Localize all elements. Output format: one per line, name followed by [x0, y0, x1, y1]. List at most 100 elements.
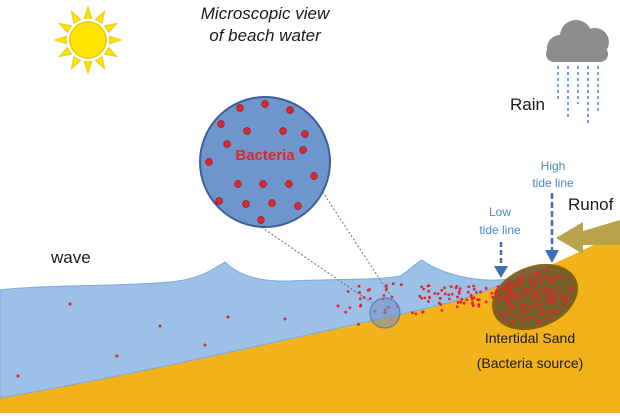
- beach-sand: [0, 232, 620, 413]
- bacterium-dot: [242, 200, 250, 208]
- bacterium-dot: [517, 297, 521, 301]
- bacterium-dot: [508, 309, 512, 313]
- bacterium-dot: [525, 289, 529, 293]
- bacterium-dot: [286, 106, 294, 114]
- bacterium-dot: [460, 297, 464, 301]
- bacterium-dot: [310, 172, 318, 180]
- bacterium-dot: [420, 285, 423, 289]
- rain-label: Rain: [510, 95, 545, 114]
- sample-circle: [369, 297, 401, 329]
- bacterium-dot: [215, 197, 223, 205]
- bacterium-dot: [546, 294, 550, 298]
- high-tide-label-line-1: High: [541, 159, 566, 173]
- bacterium-dot: [443, 286, 446, 290]
- bacterium-dot: [549, 310, 553, 314]
- bacterium-dot: [458, 287, 462, 290]
- bacterium-dot: [469, 295, 473, 299]
- bacterium-dot: [223, 140, 231, 148]
- bacterium-dot: [299, 146, 307, 154]
- bacterium-dot: [537, 296, 541, 300]
- bacterium-dot: [399, 283, 403, 287]
- bacterium-dot: [421, 310, 425, 314]
- bacterium-dot: [462, 301, 466, 305]
- bacterium-dot: [564, 300, 568, 304]
- bacterium-dot: [521, 318, 525, 322]
- bacterium-dot: [158, 324, 162, 328]
- sun-ray: [53, 35, 67, 45]
- bacterium-dot: [502, 287, 506, 291]
- low-tide-label-line-2: tide line: [479, 223, 521, 237]
- bacterium-dot: [279, 127, 287, 135]
- bacterium-dot: [226, 315, 230, 319]
- bacterium-dot: [554, 309, 558, 313]
- bacterium-dot: [531, 295, 535, 299]
- bacterium-dot: [503, 296, 507, 300]
- bacterium-dot: [336, 304, 340, 308]
- bacterium-dot: [205, 158, 213, 166]
- bacterium-dot: [243, 127, 251, 135]
- sun-ray: [58, 22, 72, 34]
- bacterium-dot: [501, 297, 504, 301]
- bacterium-dot: [510, 306, 514, 310]
- bacterium-dot: [512, 282, 516, 286]
- runoff-arrow-icon: [556, 220, 620, 254]
- bacterium-dot: [520, 273, 524, 277]
- bacterium-dot: [426, 284, 430, 288]
- bacterium-dot: [553, 296, 557, 300]
- bacterium-dot: [115, 354, 119, 358]
- bacterium-dot: [523, 313, 527, 317]
- sun-ray: [70, 10, 82, 24]
- zoom-connector-line: [304, 164, 393, 299]
- bacterium-dot: [520, 305, 524, 308]
- bacterium-dot: [545, 301, 549, 305]
- bacterium-dot: [552, 276, 556, 280]
- title-line-2: of beach water: [209, 26, 322, 45]
- intertidal-sand-zone: [491, 263, 579, 331]
- bacterium-dot: [514, 305, 518, 309]
- bacterium-dot: [534, 285, 538, 289]
- bacterium-dot: [436, 292, 440, 296]
- bacterium-dot: [540, 303, 544, 307]
- bacterium-dot: [447, 293, 451, 297]
- bacterium-dot: [490, 291, 494, 295]
- bacterium-dot: [511, 290, 514, 294]
- bacterium-dot: [454, 286, 458, 290]
- bacterium-dot: [512, 293, 515, 297]
- bacterium-dot: [420, 296, 423, 300]
- bacterium-dot: [547, 297, 551, 301]
- bacterium-dot: [548, 287, 552, 291]
- sun-ray: [70, 56, 82, 70]
- bacterium-dot: [217, 120, 225, 128]
- bacterium-dot: [529, 277, 533, 281]
- bacterium-dot: [544, 275, 548, 279]
- bacterium-dot: [524, 309, 527, 313]
- bacterium-dot: [544, 267, 548, 271]
- bacterium-dot: [493, 292, 497, 295]
- bacterium-dot: [536, 294, 539, 298]
- title-line-1: Microscopic view: [201, 4, 331, 23]
- high-tide-label-line-2: tide line: [532, 176, 574, 190]
- bacterium-dot: [382, 294, 386, 297]
- bacterium-dot: [285, 180, 293, 188]
- bacterium-dot: [514, 284, 518, 288]
- bacterium-dot: [521, 309, 525, 313]
- bacterium-dot: [533, 291, 537, 295]
- runoff-label: Runof: [568, 195, 614, 214]
- bacterium-dot: [470, 297, 474, 301]
- magnified-view-circle: [199, 96, 331, 228]
- bacterium-dot: [472, 296, 476, 300]
- bacterium-dot: [357, 284, 361, 288]
- bacterium-dot: [568, 277, 572, 281]
- bacterium-dot: [511, 320, 515, 324]
- bacterium-dot: [562, 302, 566, 306]
- bacterium-dot: [438, 296, 442, 300]
- bacterium-dot: [520, 293, 524, 297]
- bacterium-dot: [537, 321, 541, 325]
- bacterium-dot: [527, 315, 531, 319]
- bacterium-dot: [472, 287, 476, 291]
- bacterium-dot: [568, 286, 572, 290]
- bacterium-dot: [534, 277, 538, 281]
- bacterium-dot: [357, 322, 360, 326]
- bacterium-dot: [455, 305, 459, 309]
- bacterium-dot: [358, 297, 362, 301]
